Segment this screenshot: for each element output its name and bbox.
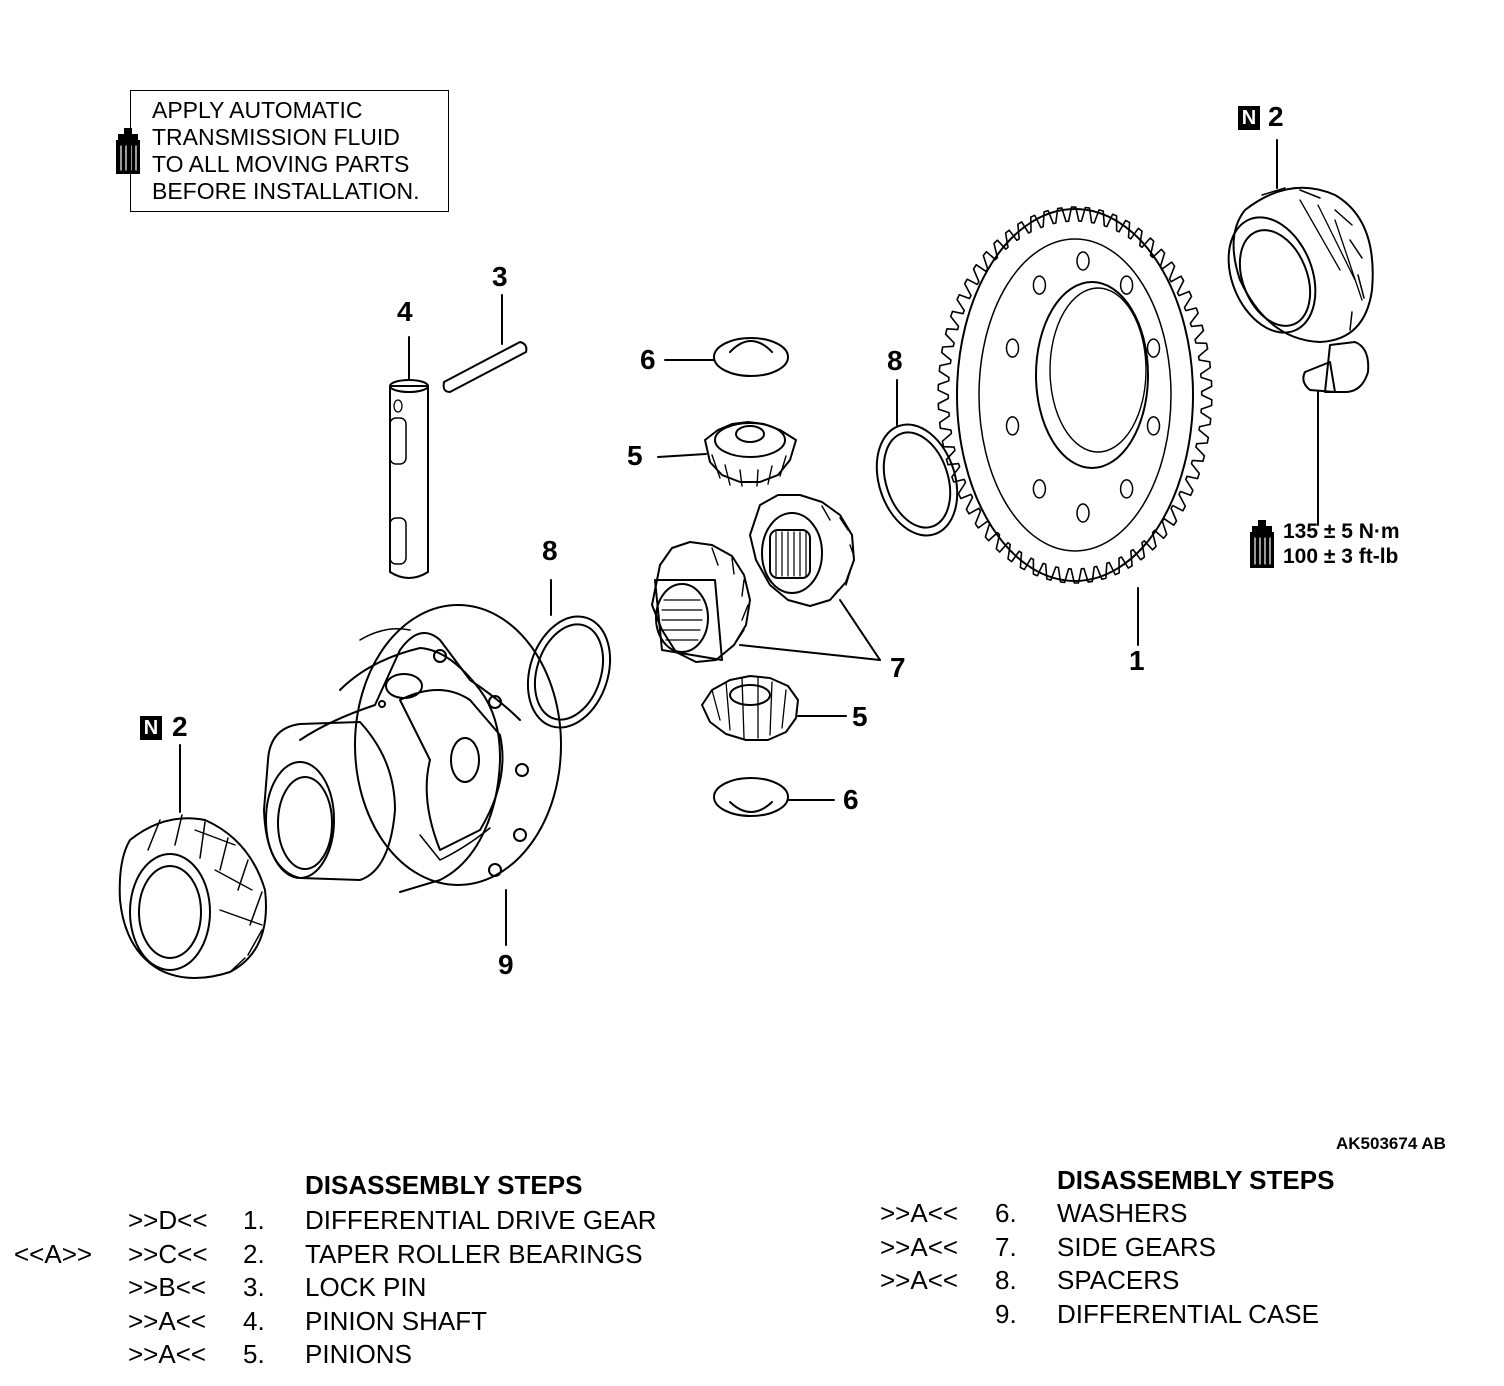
step-number: 7. — [995, 1231, 1017, 1262]
step-number: 4. — [243, 1305, 265, 1336]
steps-left-title: DISASSEMBLY STEPS — [305, 1170, 583, 1200]
washer-bottom — [713, 777, 835, 817]
disassembly-ref: >>C<< — [128, 1238, 208, 1269]
callout-2-bottom: 2 — [172, 711, 188, 742]
differential-case — [263, 604, 562, 946]
torque-metric: 135 ± 5 N·m — [1283, 520, 1400, 543]
callout-5-top: 5 — [627, 440, 643, 471]
bolt-hole — [1032, 275, 1047, 295]
step-name: PINION SHAFT — [305, 1305, 488, 1336]
lubrication-note — [130, 90, 449, 212]
pinion-bottom — [701, 675, 847, 741]
step-number: 5. — [243, 1339, 265, 1369]
callout-3: 3 — [492, 261, 508, 292]
steps-right-title: DISASSEMBLY STEPS — [1057, 1165, 1335, 1195]
note-line-1: APPLY AUTOMATIC — [152, 97, 363, 123]
step-number: 1. — [243, 1205, 265, 1235]
assembly-ref: <<A>> — [14, 1238, 93, 1269]
figure-id: AK503674 AB — [1336, 1134, 1446, 1153]
differential-drive-gear — [937, 206, 1213, 646]
lock-pin — [442, 294, 528, 393]
pinion-top — [657, 421, 797, 487]
callout-8-right: 8 — [887, 345, 903, 376]
step-number: 3. — [243, 1272, 265, 1302]
callout-9: 9 — [498, 949, 514, 980]
disassembly-ref: >>B<< — [128, 1272, 207, 1302]
side-gear-rear — [749, 494, 855, 607]
step-number: 8. — [995, 1265, 1017, 1295]
step-number: 2. — [243, 1238, 265, 1269]
washer-top — [664, 337, 789, 377]
n-badge: N — [140, 716, 162, 740]
step-name: SIDE GEARS — [1057, 1231, 1216, 1262]
spacer-right — [875, 379, 959, 537]
disassembly-ref: >>A<< — [880, 1198, 959, 1228]
disassembly-ref: >>D<< — [128, 1205, 208, 1235]
bolt-hole — [1005, 338, 1020, 358]
taper-roller-bearing-bottom — [118, 744, 267, 980]
callout-7: 7 — [890, 652, 906, 683]
n-badge: N — [1238, 106, 1260, 130]
note-line-4: BEFORE INSTALLATION. — [152, 178, 420, 204]
disassembly-ref: >>A<< — [128, 1339, 207, 1369]
spacer-left — [526, 579, 612, 729]
pinion-shaft — [389, 336, 429, 579]
callout-6-bottom: 6 — [843, 784, 859, 815]
note-line-3: TO ALL MOVING PARTS — [152, 151, 410, 177]
bolt — [1302, 341, 1370, 526]
bolt-hole — [1146, 338, 1161, 358]
bolt-hole — [1076, 503, 1090, 523]
side-gear-front — [651, 541, 881, 663]
callout-1: 1 — [1129, 645, 1145, 676]
step-name: DIFFERENTIAL DRIVE GEAR — [305, 1205, 657, 1235]
callout-2-top: 2 — [1268, 101, 1284, 132]
step-name: DIFFERENTIAL CASE — [1057, 1298, 1319, 1329]
disassembly-ref: >>A<< — [880, 1265, 959, 1295]
disassembly-ref: >>A<< — [880, 1231, 959, 1262]
callout-6-top: 6 — [640, 344, 656, 375]
step-name: WASHERS — [1057, 1198, 1188, 1228]
bolt-hole — [1005, 416, 1020, 436]
callout-8-left: 8 — [542, 535, 558, 566]
note-line-2: TRANSMISSION FLUID — [152, 124, 400, 150]
disassembly-ref: >>A<< — [128, 1305, 207, 1336]
bolt-hole — [1076, 251, 1090, 271]
taper-roller-bearing-top — [1227, 139, 1374, 343]
step-name: PINIONS — [305, 1339, 412, 1369]
torque-imperial: 100 ± 3 ft-lb — [1283, 545, 1399, 568]
callout-4: 4 — [397, 296, 413, 327]
step-name: SPACERS — [1057, 1265, 1180, 1295]
bolt-hole — [1146, 416, 1161, 436]
bolt-hole — [1119, 479, 1134, 499]
step-number: 9. — [995, 1298, 1017, 1329]
step-number: 6. — [995, 1198, 1017, 1228]
bolt-hole — [1032, 479, 1047, 499]
callout-5-bottom: 5 — [852, 701, 868, 732]
step-name: LOCK PIN — [305, 1272, 427, 1302]
bolt-hole — [1119, 275, 1134, 295]
step-name: TAPER ROLLER BEARINGS — [305, 1238, 643, 1269]
